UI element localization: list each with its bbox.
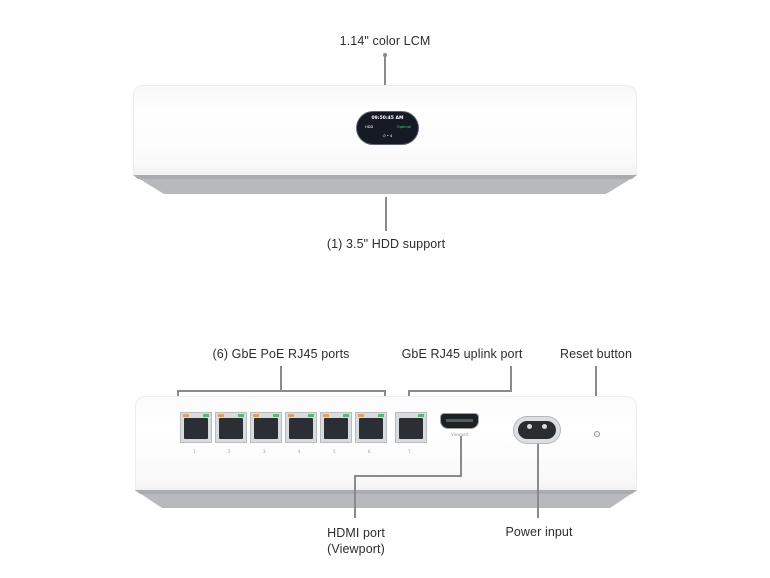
hdmi-caption: Viewport: [451, 432, 469, 437]
callout-uplink: GbE RJ45 uplink port: [401, 347, 523, 361]
port-number-1: 1: [193, 449, 196, 454]
port-number-6: 6: [368, 449, 371, 454]
leader-line-power: [537, 444, 539, 518]
leader-line-poe: [280, 366, 282, 391]
callout-hdmi-line2: (Viewport): [327, 542, 385, 556]
uplink-port: [395, 412, 427, 443]
leader-line-hdmi-v: [460, 436, 462, 476]
callout-hdmi: HDMI port (Viewport): [327, 525, 385, 557]
hdmi-port: [441, 414, 478, 428]
leader-line-uplink-v: [510, 366, 512, 391]
leader-line-hdd: [385, 197, 387, 231]
port-number-2: 2: [228, 449, 231, 454]
poe-port-3: [250, 412, 282, 443]
callout-power: Power input: [505, 525, 573, 539]
lcm-status-row: HDD Optimal: [365, 125, 411, 129]
leader-line-uplink-h: [408, 390, 512, 392]
leader-line-hdmi-h: [354, 475, 462, 477]
lcm-status-left: HDD: [365, 125, 374, 129]
reset-button: [594, 431, 600, 437]
port-number-4: 4: [298, 449, 301, 454]
poe-port-4: [285, 412, 317, 443]
callout-hdd: (1) 3.5" HDD support: [326, 237, 446, 251]
poe-port-6: [355, 412, 387, 443]
callout-lcm: 1.14" color LCM: [339, 34, 431, 48]
poe-port-2: [215, 412, 247, 443]
poe-port-1: [180, 412, 212, 443]
port-number-3: 3: [263, 449, 266, 454]
port-number-5: 5: [333, 449, 336, 454]
leader-line-lcm: [384, 55, 386, 111]
bracket-poe-top: [177, 390, 385, 392]
callout-reset: Reset button: [559, 347, 633, 361]
lcm-status-right: Optimal: [396, 125, 411, 129]
lcm-screen: 09:50:45 AM HDD Optimal ⏻ • 4: [357, 112, 418, 144]
poe-port-5: [320, 412, 352, 443]
port-number-7: 7: [408, 449, 411, 454]
power-input: [514, 417, 560, 443]
lcm-bottom-row: ⏻ • 4: [382, 134, 393, 138]
callout-hdmi-line1: HDMI port: [327, 526, 385, 540]
leader-line-hdmi-drop: [354, 475, 356, 518]
lcm-time: 09:50:45 AM: [371, 116, 404, 121]
callout-poe-ports: (6) GbE PoE RJ45 ports: [212, 347, 350, 361]
